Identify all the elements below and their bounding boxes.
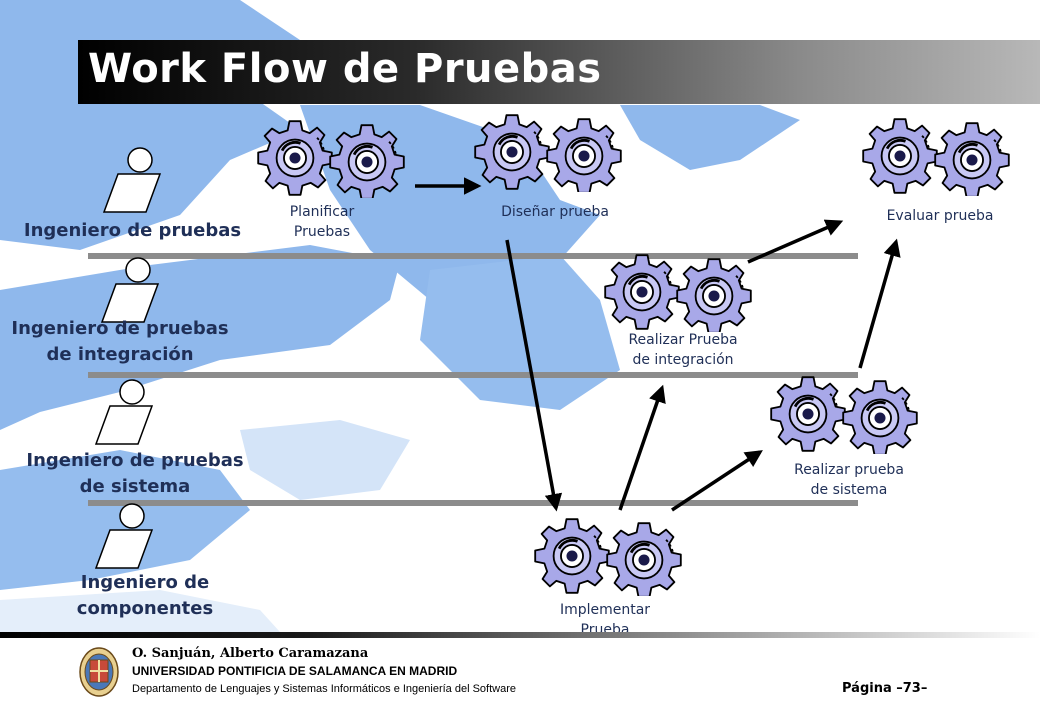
role-ingeniero-sistema: Ingeniero de pruebas de sistema: [26, 450, 244, 497]
activity-planificar: Planificar Pruebas: [289, 204, 355, 240]
activity-disenar: Diseñar prueba: [501, 204, 609, 220]
footer-department: Departamento de Lenguajes y Sistemas Inf…: [132, 683, 516, 695]
activity-evaluar: Evaluar prueba: [886, 208, 994, 224]
footer-rule: [0, 632, 1040, 638]
role-ingeniero-pruebas: Ingeniero de pruebas: [23, 220, 242, 241]
footer-university: UNIVERSIDAD PONTIFICIA DE SALAMANCA EN M…: [132, 664, 458, 678]
university-seal-icon: [79, 647, 119, 697]
flow-arrow: [858, 238, 901, 369]
activity-integracion: Realizar Prueba de integración: [628, 332, 738, 368]
activity-sistema: Realizar prueba de sistema: [794, 462, 904, 498]
lane-separator: [88, 372, 858, 378]
actor-icon: [100, 257, 160, 323]
title-bar: [78, 40, 1040, 104]
actor-icon: [94, 379, 154, 445]
page-number: Página –73–: [842, 681, 928, 696]
role-ingeniero-integracion: Ingeniero de pruebas de integración: [11, 318, 229, 365]
actor-icon: [102, 147, 162, 213]
flow-arrow: [505, 239, 563, 512]
footer-author: O. Sanjuán, Alberto Caramazana: [132, 646, 369, 661]
role-ingeniero-componentes: Ingeniero de componentes: [76, 572, 214, 619]
lane-separator: [88, 253, 858, 259]
flow-arrow: [618, 384, 666, 511]
flow-arrow: [747, 219, 844, 264]
lane-separator: [88, 500, 858, 506]
page-title: Work Flow de Pruebas: [88, 46, 602, 92]
flow-arrow: [671, 450, 763, 512]
actor-icon: [94, 503, 154, 569]
